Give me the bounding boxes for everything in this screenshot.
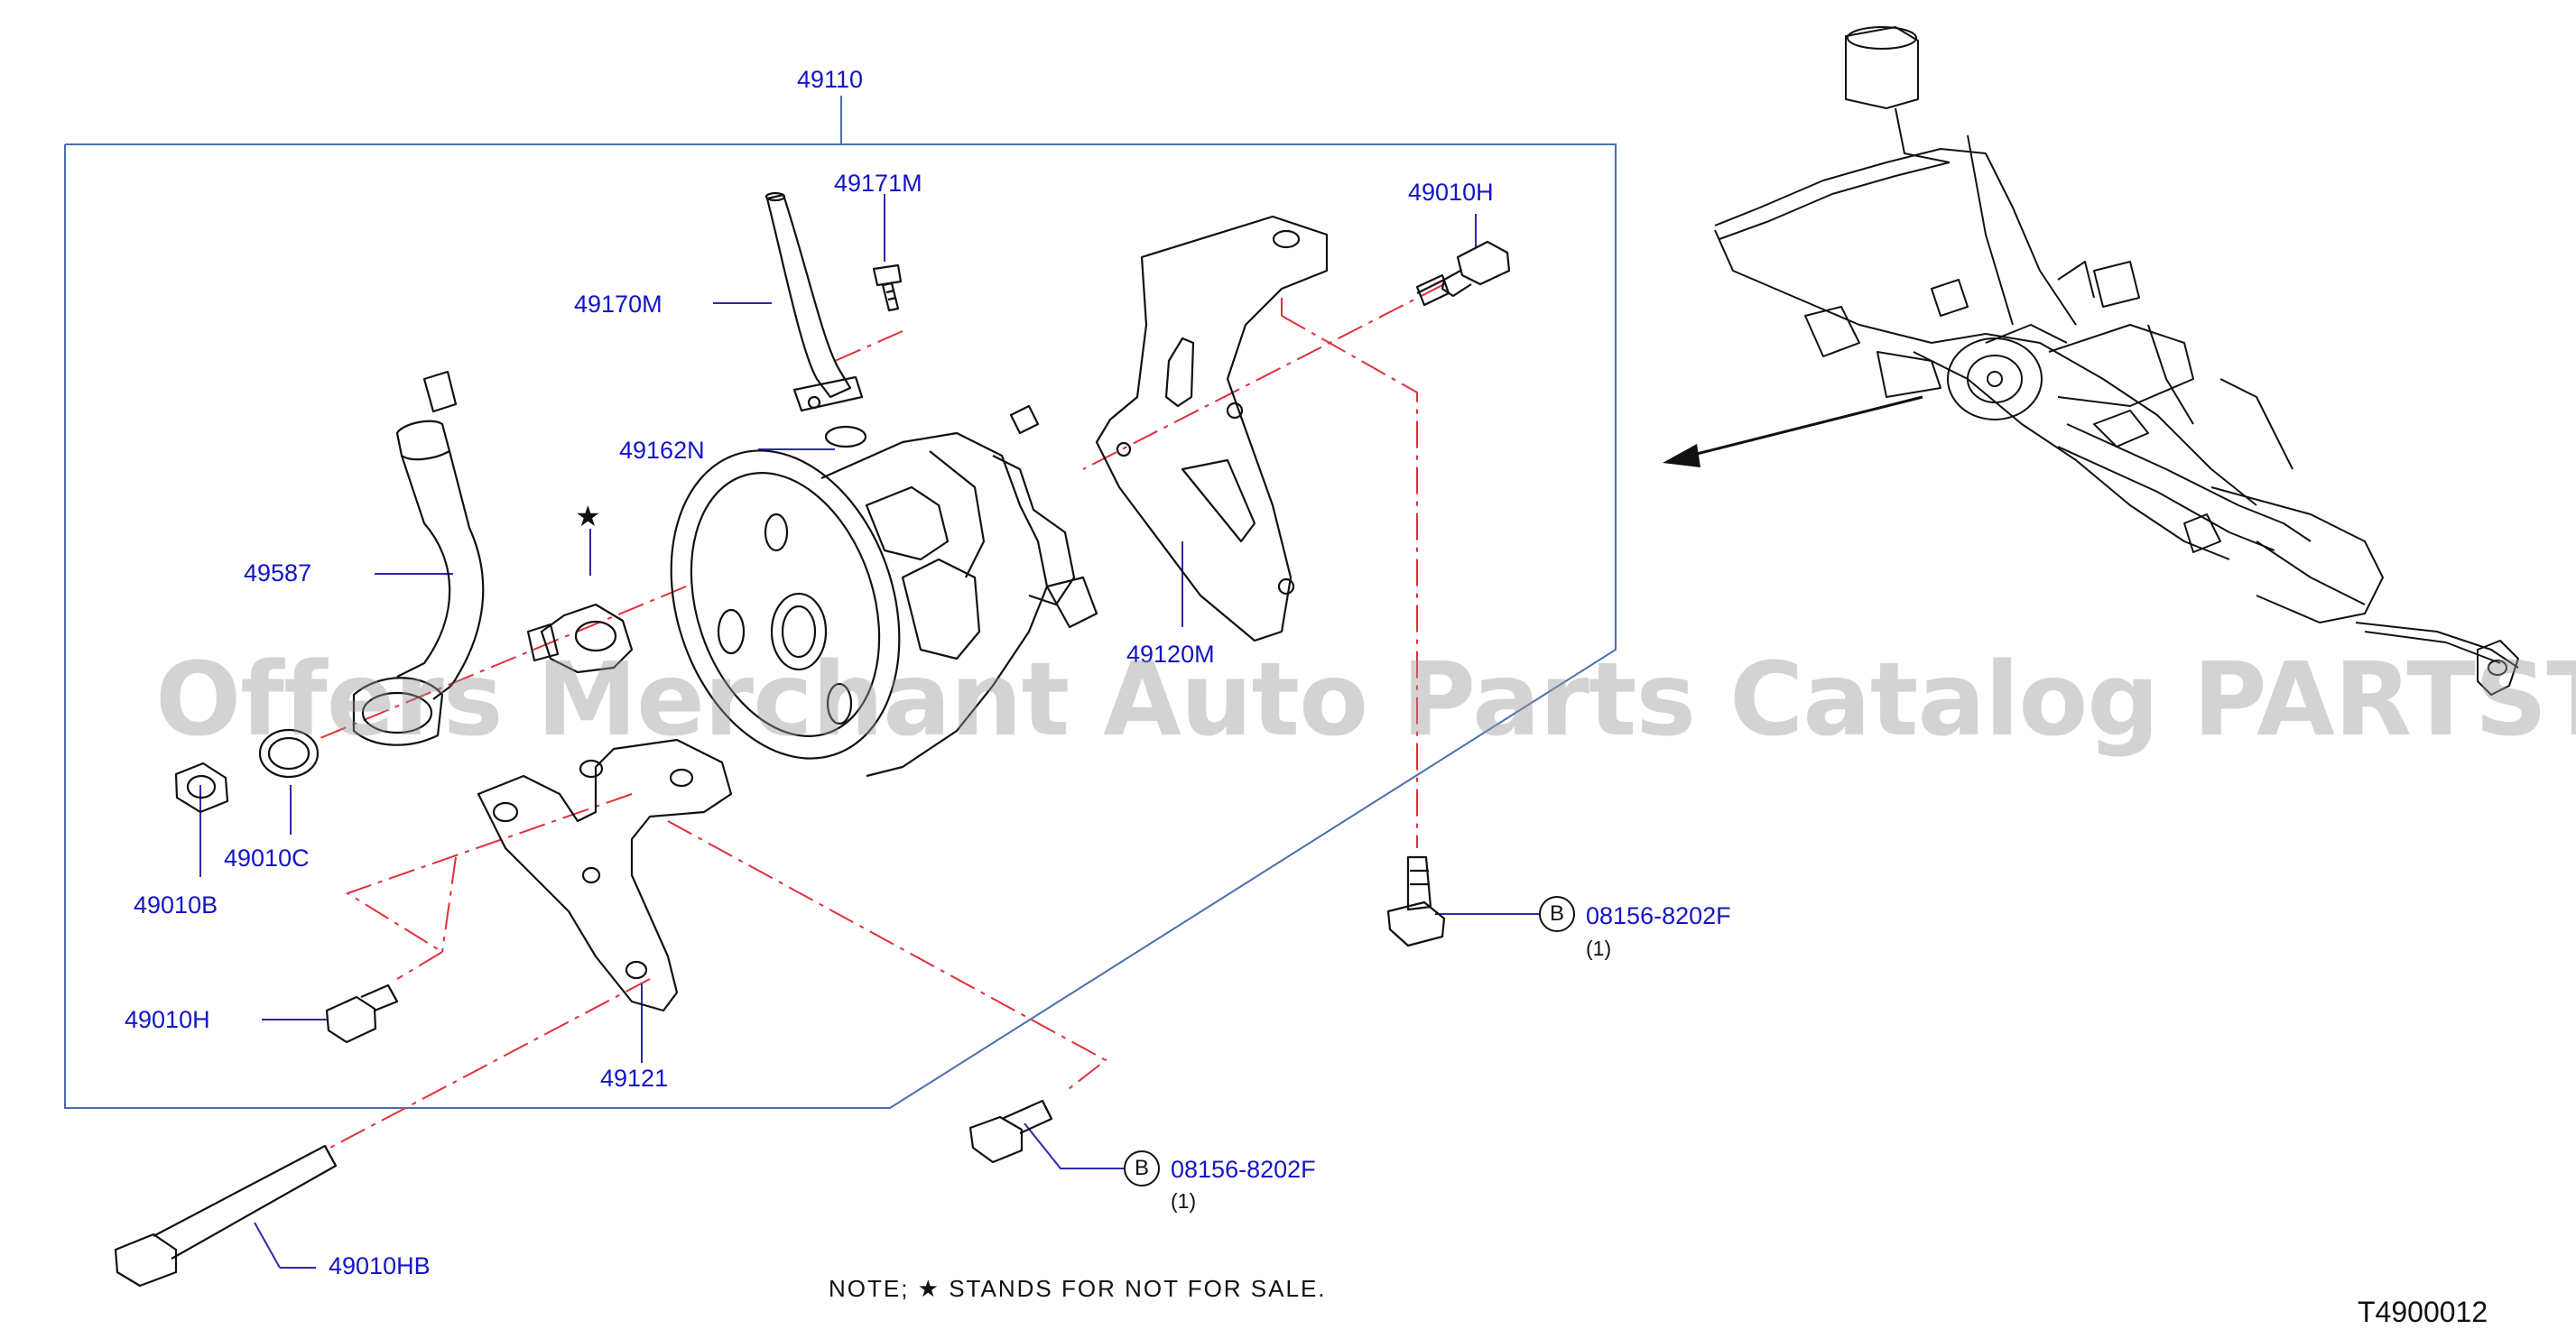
- label-49010HB: 49010HB: [329, 1252, 431, 1279]
- pipe-49170M: [764, 191, 864, 412]
- watermark: Offers Merchant Auto Parts Catalog PARTS…: [155, 642, 2576, 759]
- label-49162N: 49162N: [619, 437, 705, 464]
- hose-49587: [352, 370, 485, 746]
- qty-bottom: (1): [1171, 1189, 1197, 1213]
- label-49010C: 49010C: [224, 845, 310, 872]
- centerlines: [315, 283, 1445, 1151]
- callout-b-right: B: [1539, 896, 1575, 932]
- bracket-49121: [477, 738, 733, 1012]
- leader-lines: [199, 194, 1539, 1269]
- bolt-08156-bottom: [968, 1099, 1053, 1164]
- label-08156-8202F-bottom: 08156-8202F: [1171, 1156, 1316, 1183]
- label-08156-8202F-right: 08156-8202F: [1586, 902, 1731, 929]
- assembly-frame: [64, 96, 1617, 1109]
- diagram-code: T4900012: [2358, 1296, 2488, 1328]
- nut-49010B: [174, 762, 229, 814]
- washer-49010C: [258, 728, 320, 779]
- vehicle-overview: [1714, 26, 2519, 696]
- bolt-49010H-left: [325, 983, 399, 1044]
- label-49587: 49587: [244, 559, 312, 586]
- note-text: NOTE; ★ STANDS FOR NOT FOR SALE.: [829, 1275, 1327, 1302]
- pump-body: [670, 404, 1098, 778]
- bracket-49120M: [1095, 215, 1329, 642]
- oring-49162N: [824, 425, 867, 448]
- callout-b-bottom: B: [1124, 1150, 1160, 1187]
- label-49010H-left: 49010H: [125, 1006, 210, 1033]
- qty-right: (1): [1586, 937, 1612, 960]
- bolt-49010HB: [114, 1144, 338, 1288]
- bolt-49010H-top: [1415, 240, 1511, 307]
- label-49010H-top: 49010H: [1408, 179, 1494, 206]
- direction-arrow: [1663, 395, 1923, 467]
- fitting-star-part: [526, 603, 634, 674]
- label-49120M: 49120M: [1126, 641, 1215, 668]
- label-49110: 49110: [797, 66, 864, 93]
- label-49171M: 49171M: [834, 170, 922, 197]
- label-49170M: 49170M: [574, 291, 663, 318]
- parts-drawing: [114, 26, 2519, 1288]
- label-49121: 49121: [600, 1065, 669, 1092]
- bolt-49171M: [872, 263, 903, 312]
- not-for-sale-star: ★: [575, 499, 601, 533]
- label-49010B: 49010B: [134, 891, 218, 919]
- bolt-08156-right: [1386, 855, 1446, 947]
